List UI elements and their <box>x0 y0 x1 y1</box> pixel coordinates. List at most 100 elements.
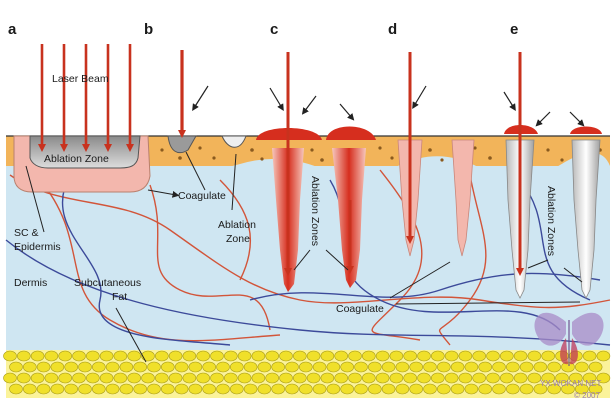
fat-cell <box>64 383 78 395</box>
fat-cell <box>486 372 500 384</box>
fat-cell <box>72 372 86 384</box>
label-ablation-zone-a: Ablation Zone <box>44 153 109 165</box>
fat-cell <box>22 361 37 373</box>
panel-label-e: e <box>510 21 518 38</box>
fat-cell <box>436 383 451 395</box>
fat-cell <box>367 361 382 373</box>
label-ablation-zone-b-1: Ablation <box>218 219 256 231</box>
fat-cell <box>64 361 78 373</box>
label-coagulate-bottom: Coagulate <box>336 303 384 315</box>
fat-cell <box>188 383 203 395</box>
fat-cell <box>78 383 92 395</box>
fat-cell <box>423 361 437 373</box>
fat-cell <box>243 383 258 395</box>
fat-cell <box>334 350 349 362</box>
fat-cell <box>588 383 603 395</box>
fat-cell <box>492 383 506 395</box>
fat-cell <box>472 372 487 384</box>
fat-cell <box>155 350 169 362</box>
fat-cell <box>312 383 327 395</box>
fat-cell <box>417 350 431 362</box>
fat-cell <box>450 361 465 373</box>
fat-cell <box>210 372 224 384</box>
fat-cell <box>417 372 431 384</box>
fat-cell <box>99 350 114 362</box>
fat-cell <box>354 383 368 395</box>
fat-cell <box>127 350 141 362</box>
fat-cell <box>458 350 473 362</box>
fat-cell <box>395 361 410 373</box>
fat-cell <box>133 383 147 395</box>
fat-cell <box>30 350 45 362</box>
fat-cell <box>389 372 404 384</box>
fat-cell <box>230 383 244 395</box>
fat-cell <box>265 350 280 362</box>
fat-cell <box>478 383 493 395</box>
fat-cell <box>298 383 313 395</box>
fat-cell <box>196 372 210 384</box>
fat-cell <box>326 361 341 373</box>
fat-cell <box>320 372 335 384</box>
fat-cell <box>285 383 299 395</box>
fat-cell <box>174 383 189 395</box>
fat-cell <box>251 350 266 362</box>
fat-cell <box>430 372 445 384</box>
fat-cell <box>36 361 51 373</box>
fat-cell <box>9 361 23 373</box>
fat-cell <box>230 361 244 373</box>
fat-cell <box>92 361 106 373</box>
fat-cell <box>58 372 72 384</box>
fat-cell <box>409 383 424 395</box>
fat-cell <box>224 372 238 384</box>
panel-b-ablation <box>167 50 247 154</box>
fat-cell <box>168 350 183 362</box>
fat-cell <box>155 372 169 384</box>
fat-cell <box>541 372 556 384</box>
fat-cell <box>22 383 37 395</box>
fat-cell <box>361 372 376 384</box>
fat-cell <box>44 372 59 384</box>
fat-cell <box>210 350 224 362</box>
label-sc-epidermis-1: SC & <box>14 227 39 239</box>
label-subcutaneous-1: Subcutaneous <box>74 277 141 289</box>
fat-cell <box>3 372 17 384</box>
label-ablation-zones-c: Ablation Zones <box>309 176 321 246</box>
label-subcutaneous-2: Fat <box>112 291 127 303</box>
fat-cell <box>375 372 390 384</box>
fat-cell <box>486 350 500 362</box>
fat-cell <box>499 350 514 362</box>
label-leaders <box>25 151 583 363</box>
fat-cell <box>458 372 473 384</box>
label-ablation-zone-b-2: Zone <box>226 233 250 245</box>
fat-cell <box>251 372 266 384</box>
label-coagulate-b: Coagulate <box>178 190 226 202</box>
fat-cell <box>216 361 230 373</box>
fat-cell <box>472 350 487 362</box>
fat-cell <box>16 372 31 384</box>
fat-cell <box>216 383 230 395</box>
fat-cell <box>389 350 404 362</box>
fat-cell <box>367 383 382 395</box>
watermark-logo <box>534 312 604 366</box>
fat-cell <box>505 383 520 395</box>
fat-cell <box>16 350 31 362</box>
fat-cell <box>464 383 479 395</box>
fat-cell <box>202 361 216 373</box>
fat-cell <box>119 361 134 373</box>
fat-cell <box>596 350 611 362</box>
fat-cell <box>478 361 493 373</box>
fat-cell <box>381 361 396 373</box>
fat-cell <box>533 383 548 395</box>
fat-cell <box>527 350 542 362</box>
fat-cell <box>561 361 575 373</box>
fat-cell <box>257 383 272 395</box>
fat-cell <box>574 361 589 373</box>
fat-cell <box>237 372 252 384</box>
panel-label-d: d <box>388 21 397 38</box>
fat-cell <box>505 361 520 373</box>
fat-cell <box>582 350 597 362</box>
fat-cell <box>395 383 410 395</box>
fat-cell <box>519 361 534 373</box>
fat-cell <box>147 383 161 395</box>
panel-e-columns <box>503 52 602 299</box>
